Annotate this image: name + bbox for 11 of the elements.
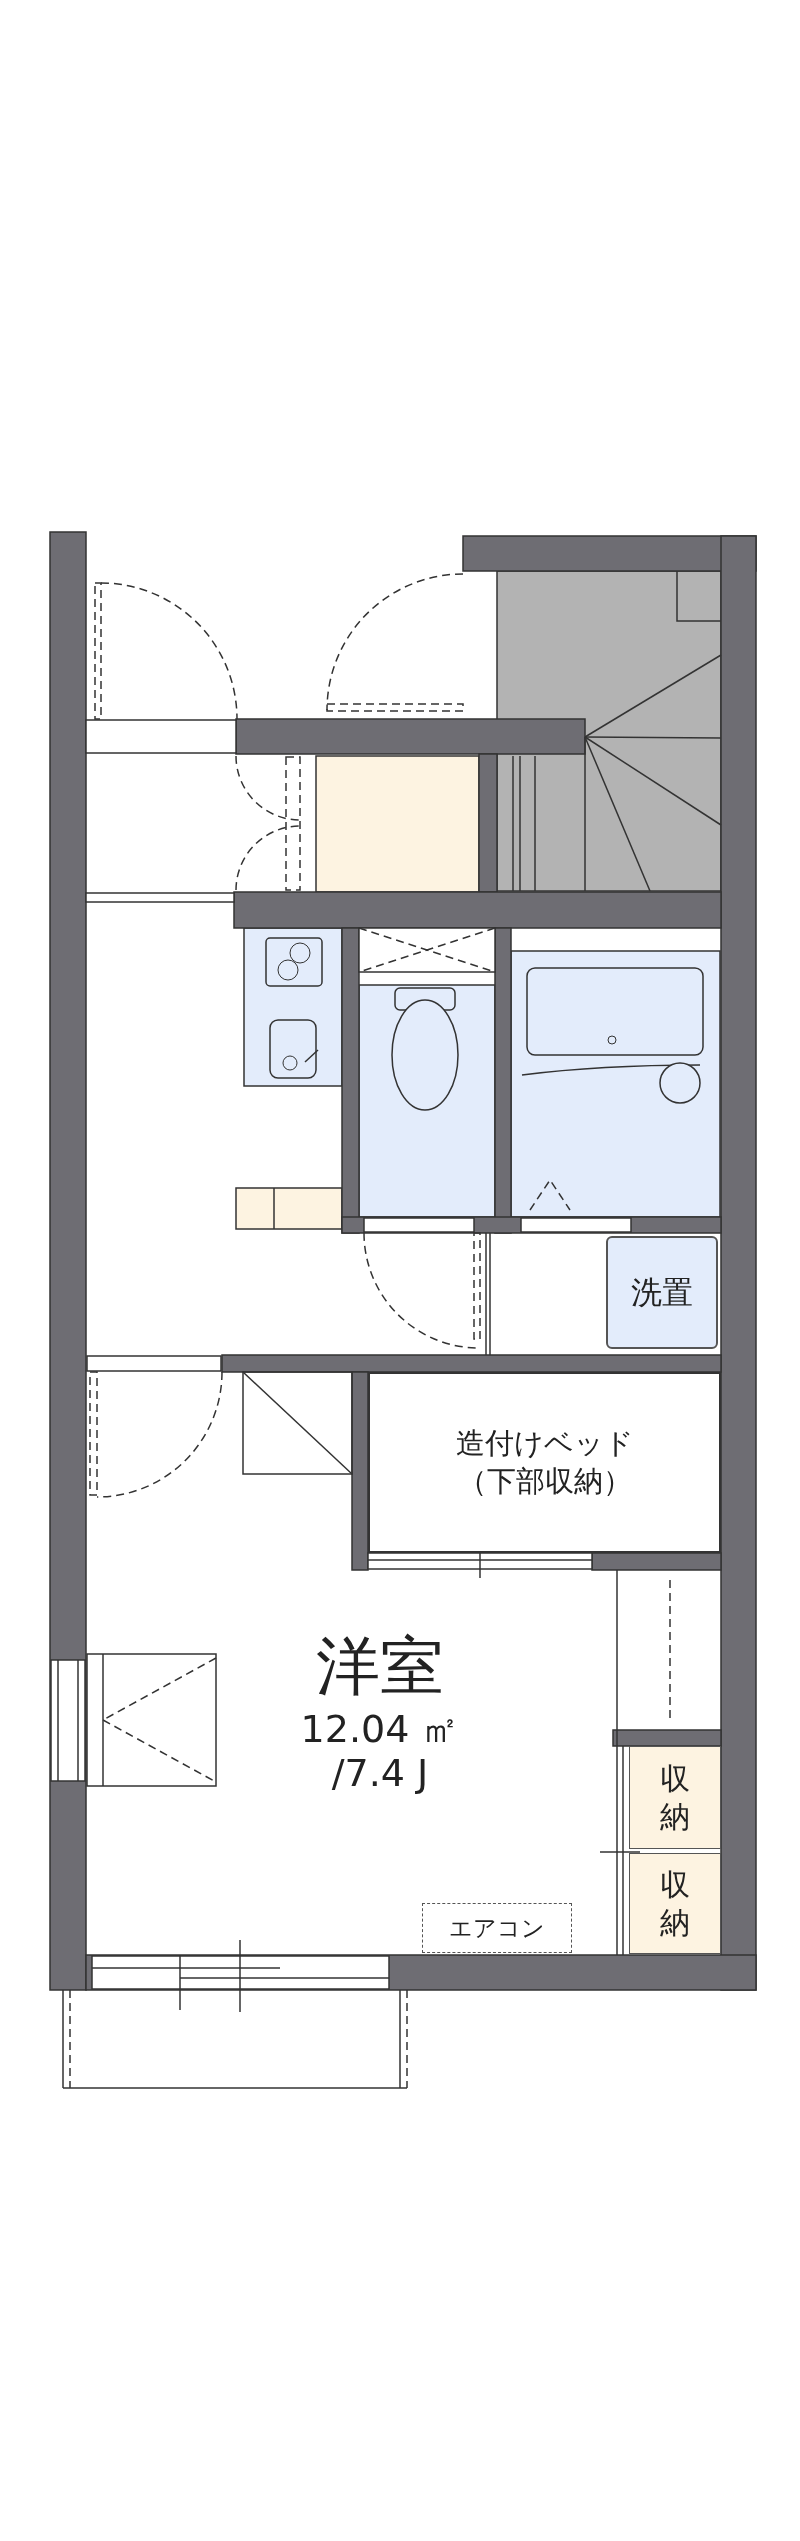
storage-label: 収納 <box>659 1866 691 1941</box>
bed-note: （下部収納） <box>457 1462 632 1500</box>
bed-label: 造付けベッド <box>455 1424 634 1462</box>
built-in-bed <box>368 1372 721 1553</box>
washer-space: 洗置 <box>606 1236 718 1349</box>
room-area: 12.04 ㎡ /7.4 J <box>280 1707 480 1796</box>
storage-closet <box>629 1853 721 1954</box>
room-name: 洋室 <box>316 1627 444 1705</box>
storage-closet <box>629 1746 721 1849</box>
storage-label: 収納 <box>659 1760 691 1835</box>
air-conditioner-box: エアコン <box>422 1903 572 1953</box>
